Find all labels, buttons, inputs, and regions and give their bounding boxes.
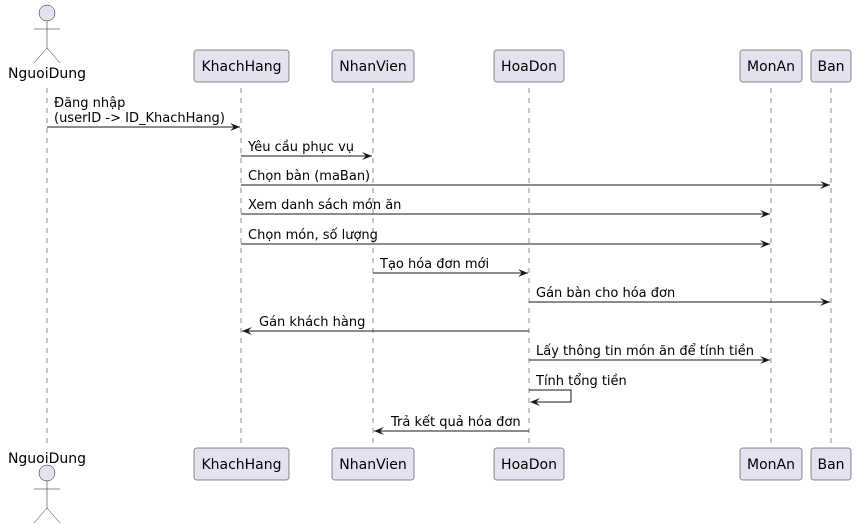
participant-box	[193, 447, 290, 481]
message-5: Chọn món, số lượng	[241, 228, 770, 248]
participant-label: NhanVien	[339, 457, 406, 473]
participant-ban-bottom: Ban	[810, 447, 852, 481]
participant-label: NhanVien	[339, 59, 406, 75]
arrowhead	[820, 181, 830, 189]
message-label: Trả kết quả hóa đơn	[390, 415, 521, 430]
message-label: Gán khách hàng	[259, 315, 365, 330]
participant-box	[193, 49, 290, 83]
participant-khachhang-bottom: KhachHang	[193, 447, 290, 481]
messages: Đăng nhập(userID -> ID_KhachHang) Yêu cầu…	[47, 96, 830, 435]
lifelines	[46, 88, 832, 448]
participant-monan-top: MonAn	[739, 49, 803, 83]
message-9: Lấy thông tin món ăn để tính tiền	[529, 344, 770, 364]
participants-top: NguoiDung KhachHang NhanVien HoaDon MonAn Ban	[8, 4, 852, 83]
participant-label: MonAn	[747, 59, 795, 75]
actor-head	[38, 464, 56, 482]
message-7: Gán bàn cho hóa đơn	[529, 286, 830, 306]
participant-nhanvien-bottom: NhanVien	[331, 447, 415, 481]
message-label-line: (userID -> ID_KhachHang)	[54, 111, 225, 126]
participant-label: KhachHang	[201, 457, 281, 473]
arrowhead	[374, 427, 384, 435]
participant-label: Ban	[817, 457, 844, 473]
participant-box	[810, 447, 852, 481]
arrowhead	[362, 152, 372, 160]
arrowhead	[760, 240, 770, 248]
message-2: Yêu cầu phục vụ	[241, 140, 372, 160]
participant-box	[739, 49, 803, 83]
message-10: Tính tổng tiền	[529, 374, 627, 406]
participant-label: NguoiDung	[8, 66, 86, 82]
arrowhead	[760, 356, 770, 364]
participant-label: KhachHang	[201, 59, 281, 75]
message-label: Tính tổng tiền	[535, 374, 627, 389]
participant-nhanvien-top: NhanVien	[331, 49, 415, 83]
participant-khachhang-top: KhachHang	[193, 49, 290, 83]
participant-box	[331, 447, 415, 481]
participant-box	[493, 447, 565, 481]
message-line	[529, 389, 572, 403]
message-label: Xem danh sách món ăn	[248, 198, 401, 213]
message-label: Gán bàn cho hóa đơn	[536, 286, 675, 301]
message-3: Chọn bàn (maBan)	[241, 169, 830, 189]
arrowhead	[518, 269, 528, 277]
arrowhead	[530, 398, 540, 406]
participant-monan-bottom: MonAn	[739, 447, 803, 481]
arrowhead	[760, 210, 770, 218]
message-label-line: Đăng nhập	[54, 96, 125, 111]
message-4: Xem danh sách món ăn	[241, 198, 770, 218]
message-label: Yêu cầu phục vụ	[247, 140, 354, 155]
participant-box	[493, 49, 565, 83]
message-8: Gán khách hàng	[242, 315, 529, 335]
participant-label: HoaDon	[501, 59, 557, 75]
participant-label: MonAn	[747, 457, 795, 473]
message-label: Chọn bàn (maBan)	[248, 169, 370, 184]
actor-head	[38, 4, 56, 22]
participant-box	[810, 49, 852, 83]
participant-ban-top: Ban	[810, 49, 852, 83]
stick-figure-icon	[33, 4, 61, 64]
message-6: Tạo hóa đơn mới	[373, 257, 528, 277]
participant-box	[331, 49, 415, 83]
message-label: Lấy thông tin món ăn để tính tiền	[536, 344, 754, 359]
arrowhead	[230, 123, 240, 131]
arrowhead	[820, 298, 830, 306]
message-1: Đăng nhập(userID -> ID_KhachHang)	[47, 96, 240, 131]
participant-label: HoaDon	[501, 457, 557, 473]
arrowhead	[242, 327, 252, 335]
participants-bottom: NguoiDung KhachHang NhanVien HoaDon MonAn Ban	[8, 447, 852, 524]
participant-hoadon-bottom: HoaDon	[493, 447, 565, 481]
participant-hoadon-top: HoaDon	[493, 49, 565, 83]
message-11: Trả kết quả hóa đơn	[374, 415, 529, 435]
stick-figure-icon	[33, 464, 61, 524]
message-label: Tạo hóa đơn mới	[379, 257, 489, 272]
participant-box	[739, 447, 803, 481]
message-label: Chọn món, số lượng	[248, 228, 378, 243]
participant-label: NguoiDung	[8, 451, 86, 467]
participant-label: Ban	[817, 59, 844, 75]
